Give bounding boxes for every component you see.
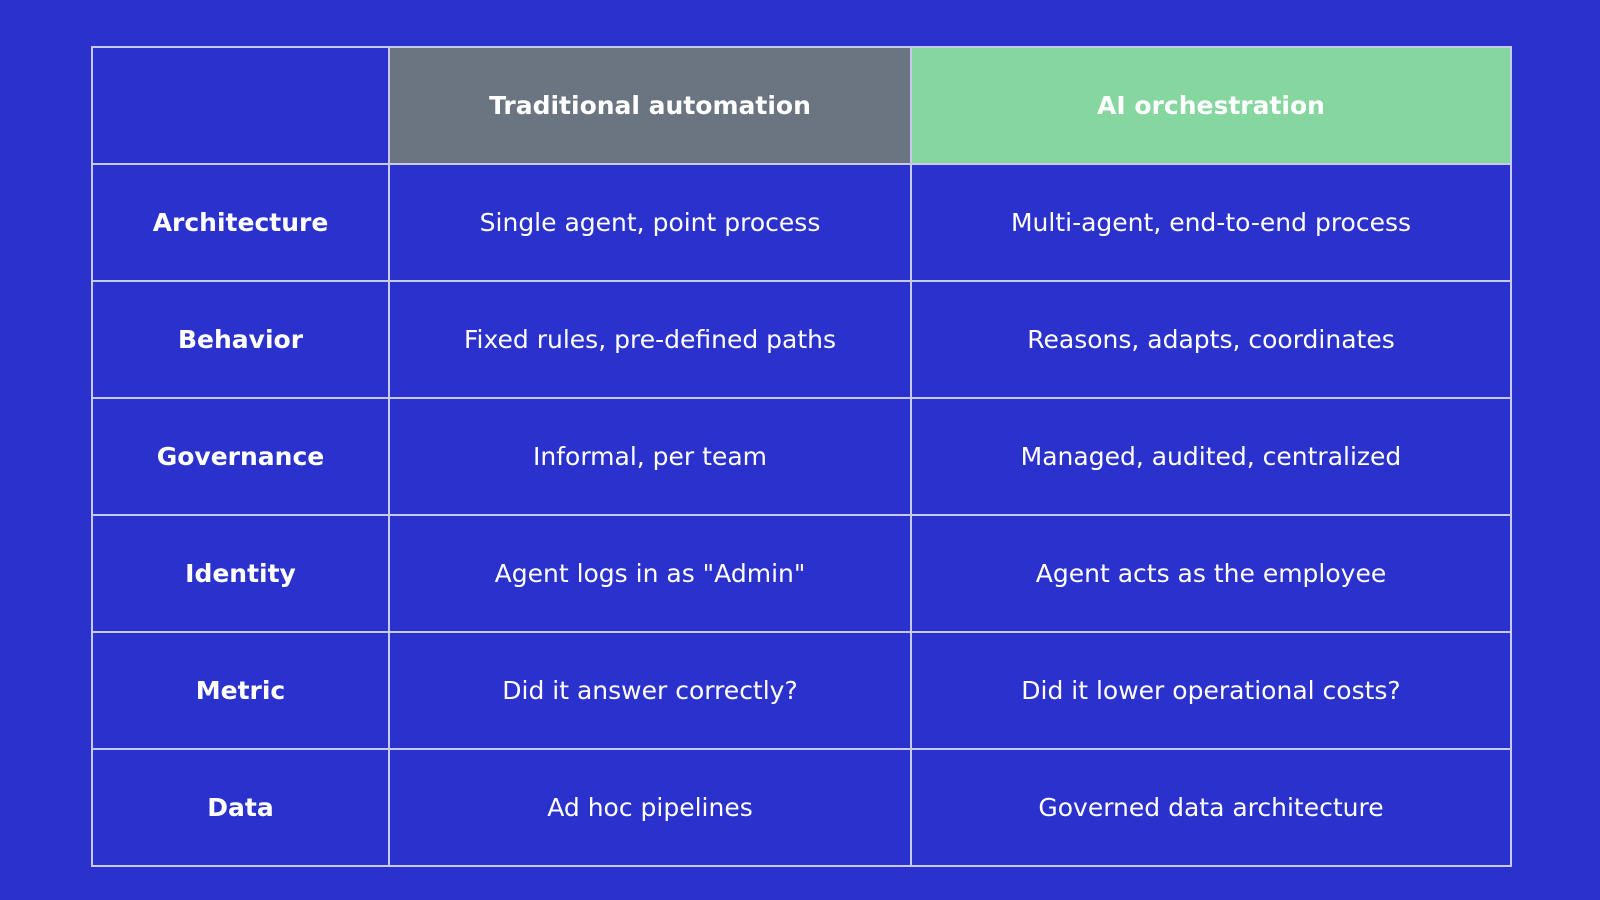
corner-cell bbox=[91, 46, 390, 165]
comparison-table-container: Traditional automation AI orchestration … bbox=[91, 46, 1512, 867]
table-row: Architecture Single agent, point process… bbox=[91, 163, 1512, 282]
cell-ai: Agent acts as the employee bbox=[910, 514, 1512, 633]
cell-ai: Managed, audited, centralized bbox=[910, 397, 1512, 516]
row-label-architecture: Architecture bbox=[91, 163, 390, 282]
row-label-behavior: Behavior bbox=[91, 280, 390, 399]
table-row: Identity Agent logs in as "Admin" Agent … bbox=[91, 514, 1512, 633]
cell-ai: Reasons, adapts, coordinates bbox=[910, 280, 1512, 399]
header-ai-orchestration: AI orchestration bbox=[910, 46, 1512, 165]
row-label-metric: Metric bbox=[91, 631, 390, 750]
table-row: Governance Informal, per team Managed, a… bbox=[91, 397, 1512, 516]
cell-traditional: Informal, per team bbox=[388, 397, 912, 516]
table-row: Metric Did it answer correctly? Did it l… bbox=[91, 631, 1512, 750]
cell-ai: Did it lower operational costs? bbox=[910, 631, 1512, 750]
cell-traditional: Fixed rules, pre-defined paths bbox=[388, 280, 912, 399]
row-label-data: Data bbox=[91, 748, 390, 867]
row-label-governance: Governance bbox=[91, 397, 390, 516]
table-row: Behavior Fixed rules, pre-defined paths … bbox=[91, 280, 1512, 399]
comparison-table: Traditional automation AI orchestration … bbox=[91, 46, 1512, 867]
table-row: Data Ad hoc pipelines Governed data arch… bbox=[91, 748, 1512, 867]
cell-traditional: Single agent, point process bbox=[388, 163, 912, 282]
row-label-identity: Identity bbox=[91, 514, 390, 633]
header-row: Traditional automation AI orchestration bbox=[91, 46, 1512, 165]
cell-traditional: Agent logs in as "Admin" bbox=[388, 514, 912, 633]
cell-traditional: Did it answer correctly? bbox=[388, 631, 912, 750]
cell-ai: Multi-agent, end-to-end process bbox=[910, 163, 1512, 282]
header-traditional-automation: Traditional automation bbox=[388, 46, 912, 165]
cell-traditional: Ad hoc pipelines bbox=[388, 748, 912, 867]
cell-ai: Governed data architecture bbox=[910, 748, 1512, 867]
